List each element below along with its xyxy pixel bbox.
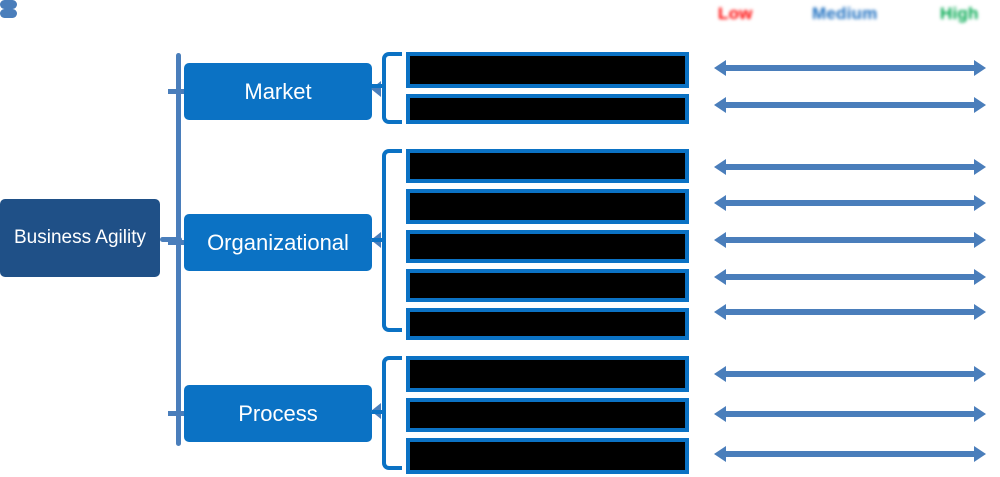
root-node-label: Business Agility (13, 227, 146, 248)
arrow-left-head-icon (714, 97, 726, 113)
arrow-bar (724, 237, 976, 243)
arrow-right-head-icon (974, 366, 986, 382)
rating-scale-arrow[interactable] (714, 159, 986, 175)
branch-node-process[interactable]: Process (184, 385, 372, 442)
branch-node-market[interactable]: Market (184, 63, 372, 120)
rating-scale-arrow[interactable] (714, 406, 986, 422)
rating-scale-arrow[interactable] (714, 195, 986, 211)
rating-scale-arrow[interactable] (714, 60, 986, 76)
root-node-business-agility[interactable]: Business Agility (0, 199, 160, 277)
arrow-right-head-icon (974, 269, 986, 285)
arrow-left-head-icon (714, 60, 726, 76)
arrow-right-head-icon (974, 446, 986, 462)
arrow-left-head-icon (714, 232, 726, 248)
arrow-market-to-items-icon (371, 81, 381, 97)
arrow-left-head-icon (714, 195, 726, 211)
tree-spine (176, 53, 181, 446)
rating-scale-arrow[interactable] (714, 366, 986, 382)
legend-label-medium: Medium (812, 4, 878, 23)
item-row[interactable] (406, 398, 689, 432)
arrow-bar (724, 102, 976, 108)
legend-label-low: Low (718, 4, 753, 23)
bracket-stem-market (372, 84, 384, 88)
rating-scale-arrow[interactable] (714, 269, 986, 285)
arrow-right-head-icon (974, 97, 986, 113)
item-group-process (406, 356, 689, 474)
branch-node-organizational[interactable]: Organizational (184, 214, 372, 271)
arrow-right-head-icon (974, 232, 986, 248)
item-row[interactable] (406, 189, 689, 224)
root-connector-stub (160, 237, 182, 242)
arrow-left-head-icon (714, 269, 726, 285)
arrow-left-head-icon (714, 406, 726, 422)
branch-label-organizational: Organizational (207, 229, 349, 255)
item-row[interactable] (406, 149, 689, 183)
arrow-right-head-icon (974, 304, 986, 320)
rating-scale-arrow[interactable] (714, 97, 986, 113)
bracket-process (382, 356, 402, 470)
connector-to-process (168, 411, 186, 416)
arrow-bar (724, 200, 976, 206)
bracket-market (382, 52, 402, 124)
rating-scale-arrow[interactable] (714, 304, 986, 320)
arrow-left-head-icon (714, 304, 726, 320)
spine-cap-top (0, 0, 17, 9)
arrow-right-head-icon (974, 60, 986, 76)
bracket-stem-process (372, 410, 384, 414)
item-group-market (406, 52, 689, 124)
item-row[interactable] (406, 356, 689, 392)
arrow-left-head-icon (714, 159, 726, 175)
item-group-organizational (406, 149, 689, 340)
connector-to-organizational (168, 240, 186, 245)
bracket-stem-organizational (372, 238, 384, 242)
arrow-right-head-icon (974, 406, 986, 422)
item-row[interactable] (406, 94, 689, 124)
arrow-bar (724, 65, 976, 71)
arrow-bar (724, 164, 976, 170)
item-row[interactable] (406, 438, 689, 474)
bracket-organizational (382, 149, 402, 332)
arrow-bar (724, 309, 976, 315)
connector-to-market (168, 89, 186, 94)
rating-scale-arrow[interactable] (714, 446, 986, 462)
item-row[interactable] (406, 230, 689, 263)
spine-cap-bottom (0, 9, 17, 18)
item-row[interactable] (406, 308, 689, 340)
arrow-right-head-icon (974, 195, 986, 211)
legend-label-high: High (940, 4, 979, 23)
arrow-bar (724, 411, 976, 417)
arrow-left-head-icon (714, 446, 726, 462)
arrow-bar (724, 371, 976, 377)
arrow-right-head-icon (974, 159, 986, 175)
arrow-bar (724, 451, 976, 457)
arrow-left-head-icon (714, 366, 726, 382)
branch-label-process: Process (238, 400, 318, 426)
item-row[interactable] (406, 269, 689, 302)
rating-scale-arrow[interactable] (714, 232, 986, 248)
item-row[interactable] (406, 52, 689, 88)
branch-label-market: Market (244, 78, 312, 104)
arrow-bar (724, 274, 976, 280)
